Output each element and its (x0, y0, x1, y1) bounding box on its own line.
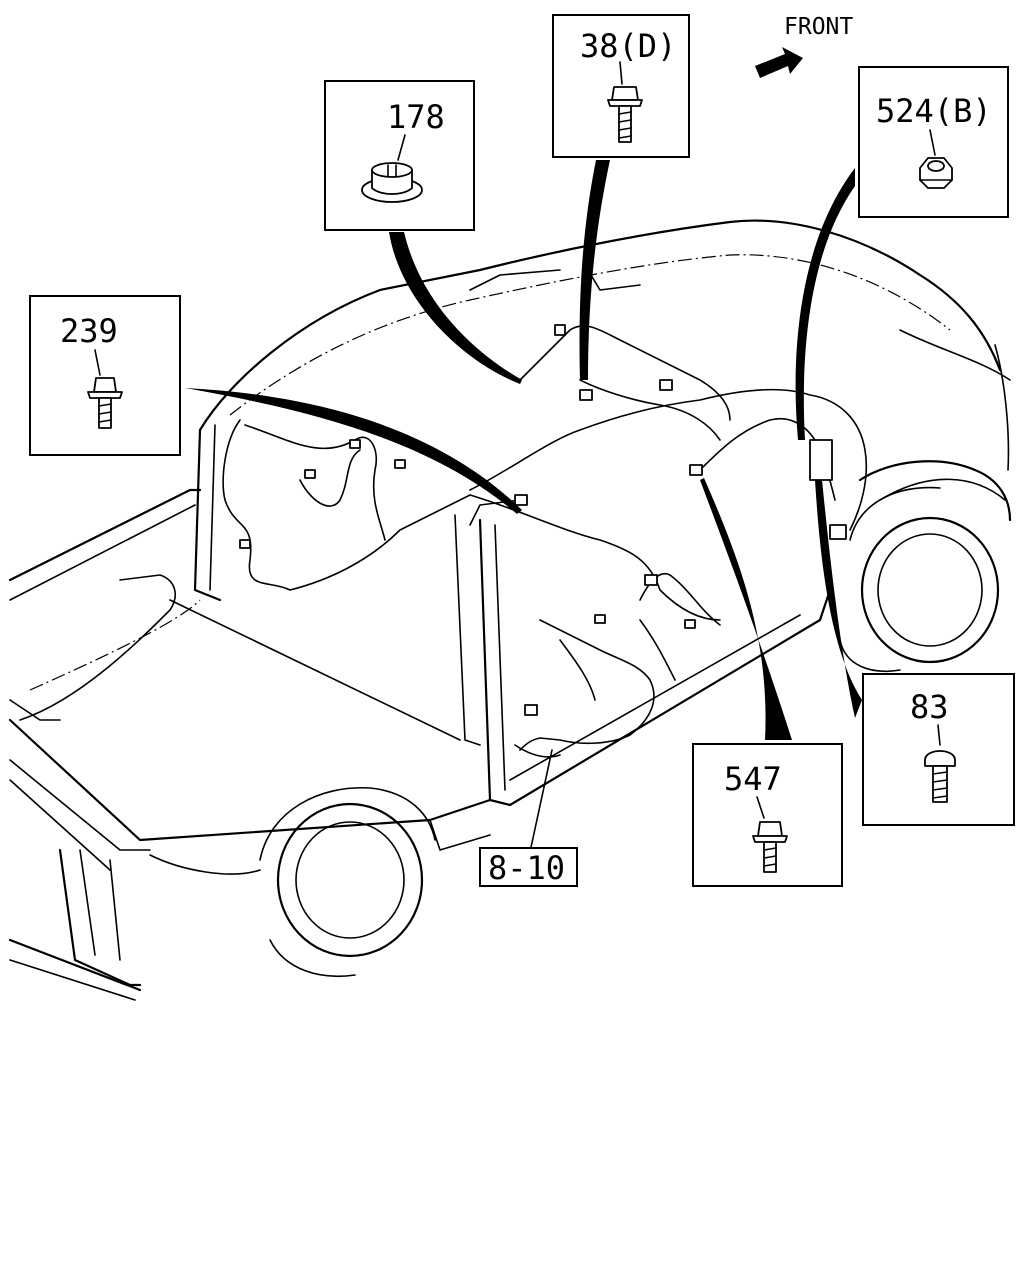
callout-547-label: 547 (724, 760, 782, 798)
reference-8-10-label: 8-10 (488, 849, 565, 887)
callout-178-label: 178 (387, 98, 445, 136)
front-arrow-icon (755, 47, 803, 78)
callout-547: 547 (692, 743, 843, 887)
callout-38d: 38(D) (552, 14, 690, 158)
flange-bolt-icon (607, 86, 643, 143)
flange-bolt-icon (87, 377, 123, 429)
hex-nut-icon (919, 157, 953, 189)
callout-178: 178 (324, 80, 475, 231)
callout-524b: 524(B) (858, 66, 1009, 218)
flange-bolt-icon (752, 821, 788, 873)
callout-83: 83 (862, 673, 1015, 826)
callout-83-label: 83 (910, 688, 949, 726)
callout-239-label: 239 (60, 312, 118, 350)
clip-screw-icon (924, 750, 956, 803)
reference-8-10: 8-10 (479, 847, 578, 887)
front-label: FRONT (784, 14, 853, 40)
callout-38d-label: 38(D) (580, 27, 676, 65)
front-indicator: FRONT (755, 14, 853, 78)
leader-lines (185, 160, 862, 853)
callout-524b-label: 524(B) (876, 92, 992, 130)
grommet-icon (361, 162, 423, 203)
vehicle-body (8, 219, 1012, 1001)
wiring-harness (222, 324, 868, 758)
callout-239: 239 (29, 295, 181, 456)
